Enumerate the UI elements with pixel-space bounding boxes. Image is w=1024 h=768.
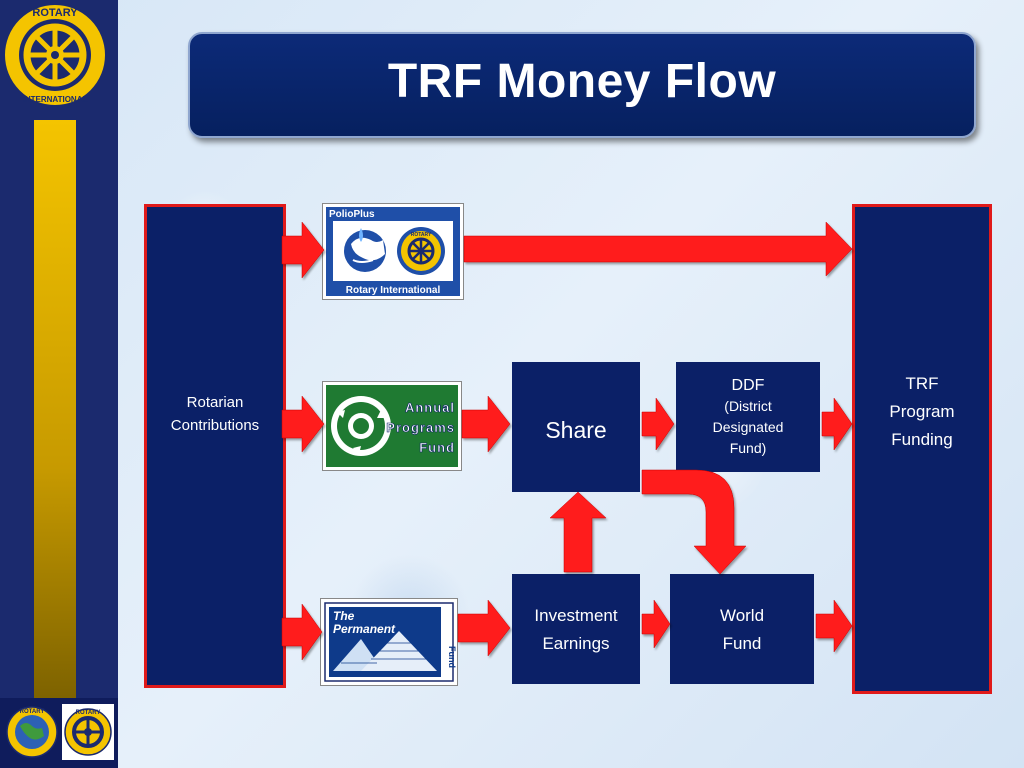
- seal-text-rotary: ROTARY: [32, 7, 78, 19]
- polioplus-logo: PolioPlus ROTARY Rotary International: [322, 203, 464, 300]
- share-label: Share: [545, 417, 607, 443]
- arrow-ddf-to-trf: [821, 397, 853, 451]
- polioplus-seal-text: ROTARY: [411, 232, 432, 238]
- permanent-fund-logo: The Permanent Fund: [320, 598, 458, 686]
- trf-program-funding-box: TRF Program Funding: [852, 204, 992, 694]
- trf-line2: Program: [889, 402, 955, 421]
- arrow-share-to-world-curved: [641, 469, 747, 575]
- polioplus-bottom-text: Rotary International: [346, 285, 441, 296]
- globe-icon: [344, 228, 386, 272]
- arrow-to-polioplus: [281, 221, 325, 279]
- world-fund-line1: World: [719, 606, 765, 625]
- title-banner: TRF Money Flow: [188, 32, 976, 138]
- arrow-permanent-to-investment: [457, 599, 511, 657]
- investment-line2: Earnings: [542, 634, 610, 653]
- annual-text: Annual: [405, 400, 455, 415]
- trf-line3: Funding: [891, 430, 953, 449]
- page-title: TRF Money Flow: [387, 55, 777, 108]
- globe-seal-icon: ROTARY: [6, 706, 58, 758]
- programs-text: Programs: [386, 420, 455, 435]
- arrow-investment-to-world: [641, 599, 671, 649]
- investment-line1: Investment: [534, 606, 618, 625]
- rail-gold-bar: [34, 120, 76, 700]
- wheel-seal-text: ROTARY: [76, 710, 101, 716]
- contributions-line2: Contributions: [170, 417, 260, 434]
- arrow-to-annual: [281, 395, 325, 453]
- polioplus-top-text: PolioPlus: [329, 209, 375, 220]
- trf-line1: TRF: [905, 374, 939, 393]
- rotary-seal-icon: ROTARY INTERNATIONAL: [3, 3, 107, 107]
- contributions-line1: Rotarian: [186, 394, 244, 411]
- globe-seal-text: ROTARY: [20, 709, 45, 715]
- world-fund-box: World Fund: [670, 574, 814, 684]
- recycle-arrows-icon: [331, 396, 391, 456]
- arrow-annual-to-share: [461, 395, 511, 453]
- arrow-to-permanent: [281, 603, 323, 661]
- ddf-line3: Designated: [712, 419, 784, 435]
- rotary-wheel-small-icon: ROTARY: [62, 704, 114, 760]
- arrow-polioplus-to-trf: [463, 221, 853, 277]
- fund-text: Fund: [419, 440, 455, 455]
- arrow-world-to-trf: [815, 599, 853, 653]
- rotary-wheel-icon: ROTARY: [397, 227, 445, 275]
- ddf-box: DDF (District Designated Fund): [676, 362, 820, 472]
- ddf-line2: (District: [724, 398, 772, 414]
- investment-earnings-box: Investment Earnings: [512, 574, 640, 684]
- permanent-text: Permanent: [333, 622, 396, 636]
- rotarian-contributions-box: Rotarian Contributions: [144, 204, 286, 688]
- mountains-icon: [333, 631, 437, 671]
- world-fund-line2: Fund: [722, 634, 762, 653]
- seal-text-international: INTERNATIONAL: [23, 95, 88, 104]
- share-box: Share: [512, 362, 640, 492]
- permanent-the-text: The: [333, 609, 355, 623]
- arrow-investment-to-share: [549, 491, 607, 573]
- annual-programs-fund-logo: Annual Programs Fund: [322, 381, 462, 471]
- arrow-share-to-ddf: [641, 397, 675, 451]
- ddf-line4: Fund): [729, 440, 767, 456]
- permanent-side-text: Fund: [447, 646, 457, 668]
- ddf-line1: DDF: [731, 377, 765, 394]
